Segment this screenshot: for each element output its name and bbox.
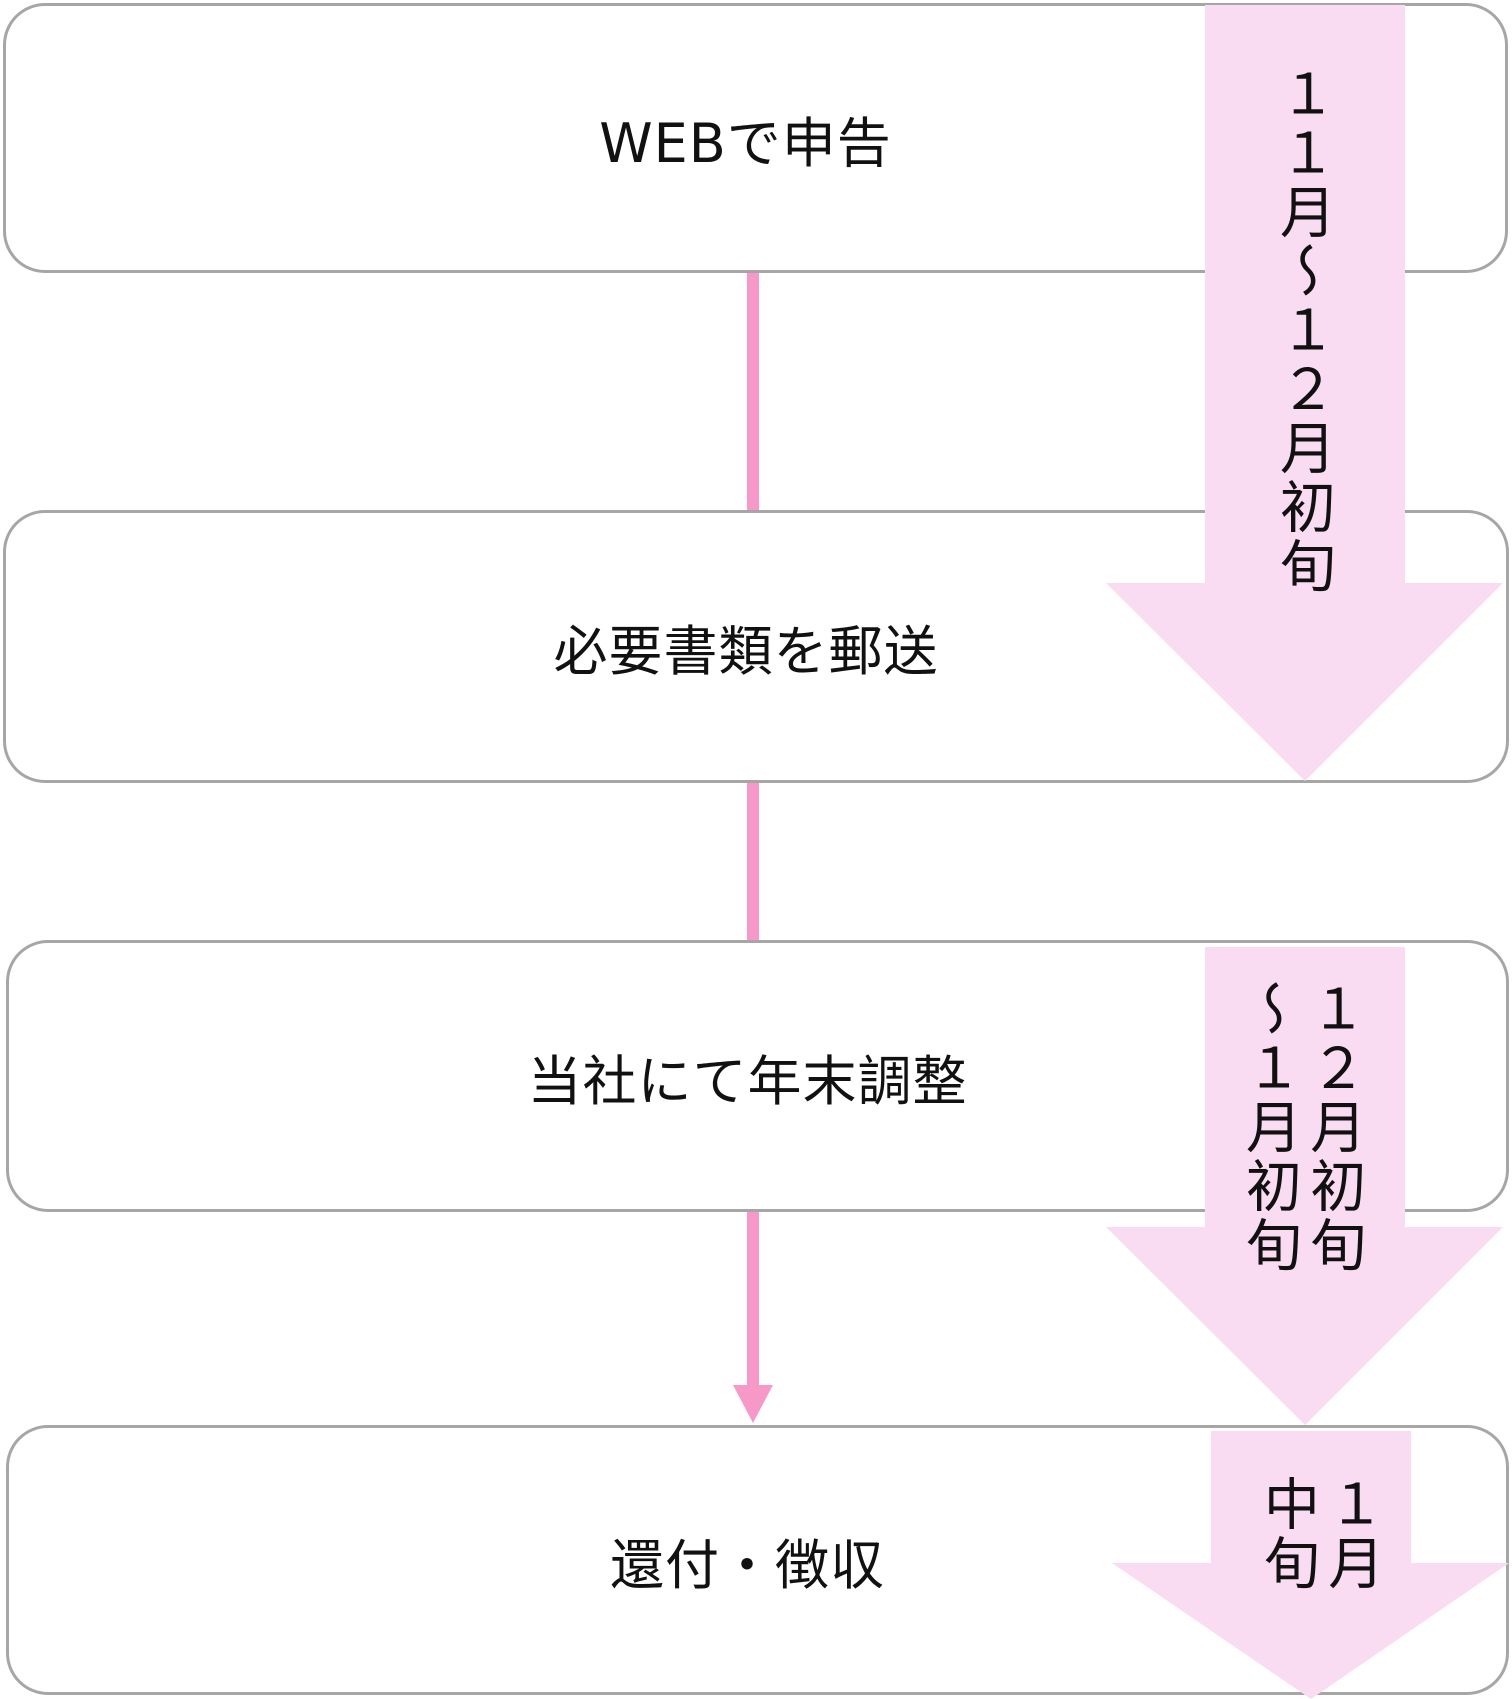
connector-line-3 <box>747 1212 759 1387</box>
step-label: 還付・徴収 <box>610 1533 885 1597</box>
period-text-1: １１月～１２月初旬 <box>1270 65 1336 596</box>
connector-arrowhead <box>733 1385 773 1423</box>
step-label: 当社にて年末調整 <box>527 1049 968 1113</box>
period-text-2: １２月初旬～１月初旬 <box>1236 980 1366 1275</box>
period-text-3: １月中旬 <box>1254 1475 1384 1593</box>
step-label: 必要書類を郵送 <box>553 620 939 683</box>
step-label: WEBで申告 <box>599 111 892 175</box>
connector-line-1 <box>747 270 759 510</box>
connector-line-2 <box>747 783 759 940</box>
period-arrow-3 <box>1112 1431 1509 1699</box>
period-arrow-1 <box>1106 5 1503 781</box>
period-arrow-2 <box>1106 947 1503 1425</box>
